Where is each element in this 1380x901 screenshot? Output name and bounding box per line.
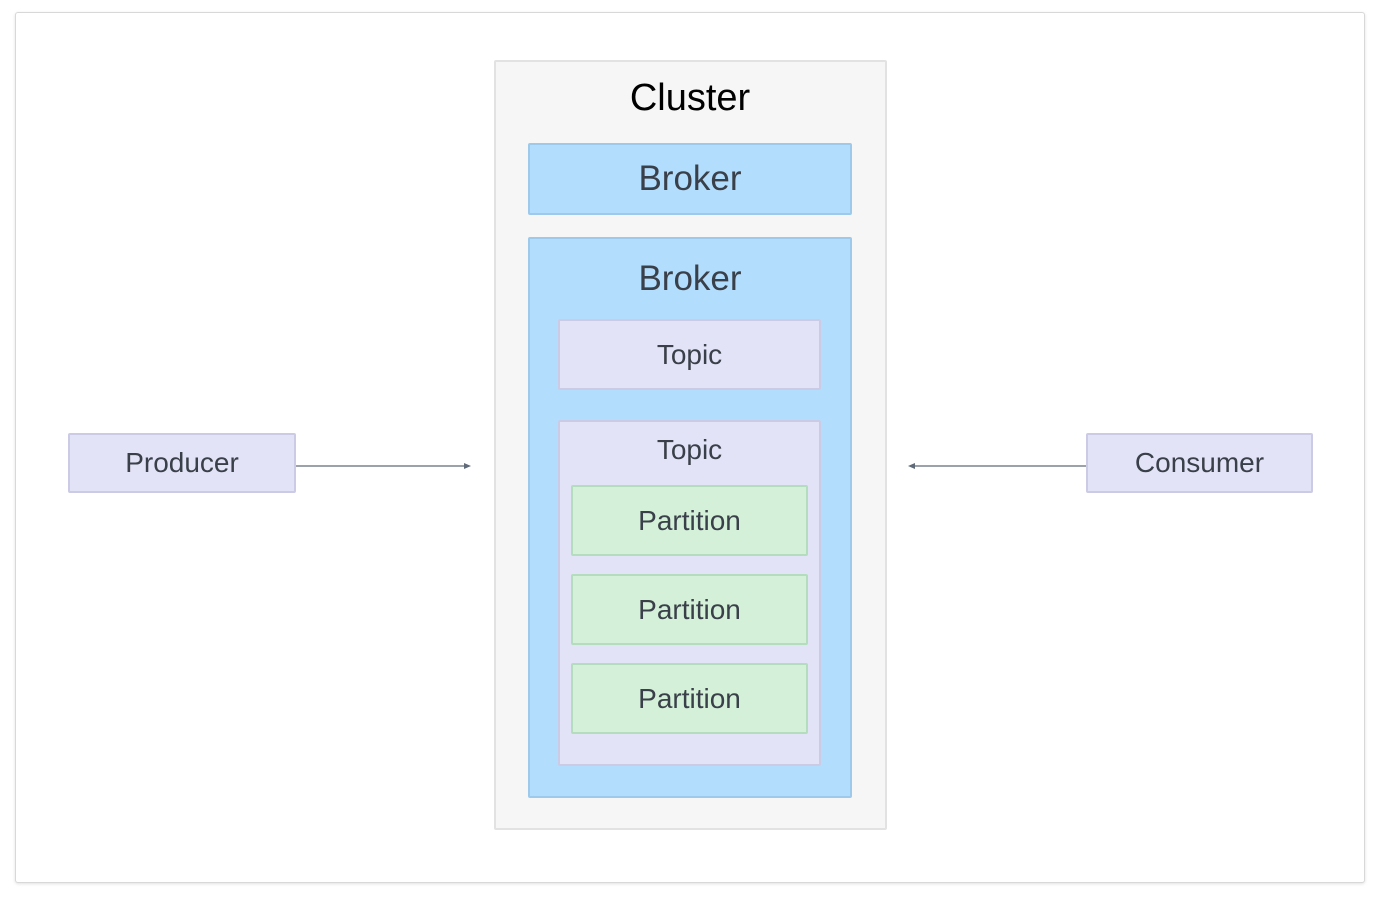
partition-node-1[interactable]: Partition bbox=[571, 485, 808, 556]
partition-node-2[interactable]: Partition bbox=[571, 574, 808, 645]
producer-node[interactable]: Producer bbox=[68, 433, 296, 493]
broker-node-1[interactable]: Broker bbox=[528, 143, 852, 215]
cluster-title: Cluster bbox=[629, 77, 751, 119]
consumer-node[interactable]: Consumer bbox=[1086, 433, 1313, 493]
topic-node-1[interactable]: Topic bbox=[558, 319, 821, 390]
topic-node-2-label: Topic bbox=[656, 434, 723, 465]
broker-node-2-label: Broker bbox=[638, 259, 742, 298]
partition-node-3[interactable]: Partition bbox=[571, 663, 808, 734]
